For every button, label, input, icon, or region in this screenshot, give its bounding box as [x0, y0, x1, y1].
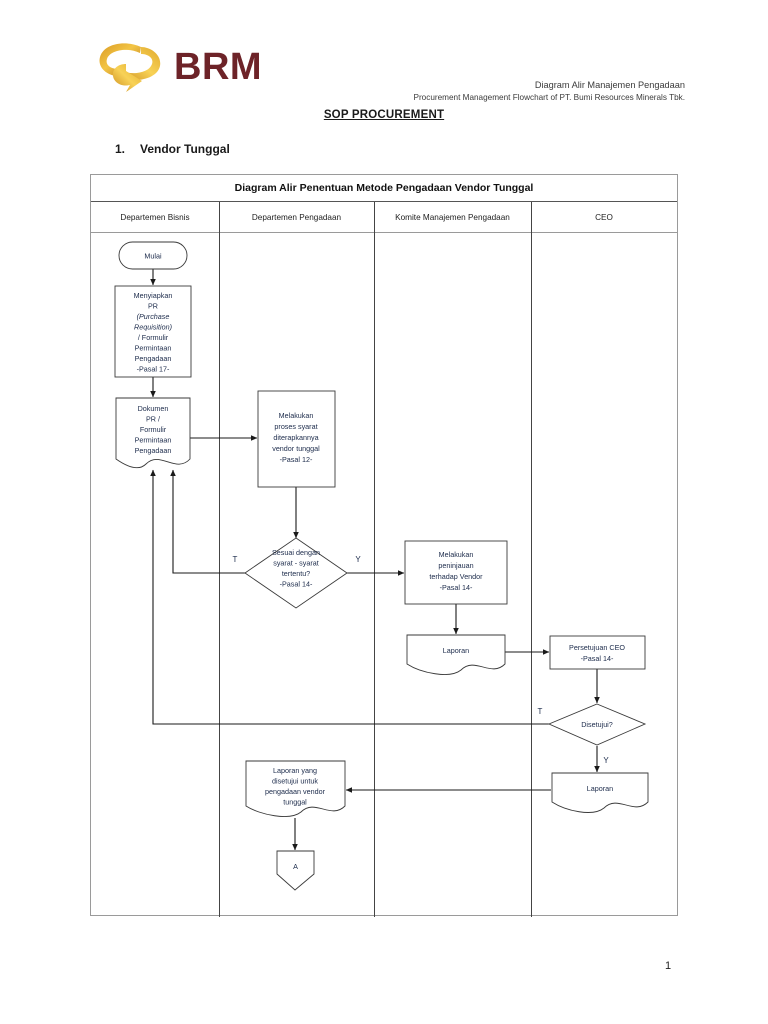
page-number: 1: [665, 960, 672, 972]
brm-swirl-icon: [99, 43, 161, 92]
column-header-departemen-pengadaan: Departemen Pengadaan: [251, 213, 342, 222]
header-title-line-2: Procurement Management Flowchart of PT. …: [413, 93, 685, 103]
column-header-ceo: CEO: [595, 213, 613, 222]
flowchart-column-headers: Departemen Bisnis Departemen Pengadaan K…: [91, 202, 677, 233]
flowchart-caption: Diagram Alir Penentuan Metode Pengadaan …: [91, 175, 677, 202]
column-separator-3: [531, 202, 532, 917]
column-header-departemen-bisnis: Departemen Bisnis: [120, 213, 190, 222]
sop-heading: SOP PROCUREMENT: [323, 109, 445, 121]
document-header-title: Diagram Alir Manajemen Pengadaan Procure…: [413, 79, 685, 104]
column-separator-1: [219, 202, 220, 917]
section-title: Vendor Tunggal: [140, 142, 230, 156]
header-title-line-1: Diagram Alir Manajemen Pengadaan: [534, 80, 685, 90]
section-number: 1.: [115, 142, 126, 156]
column-header-komite-manajemen-pengadaan: Komite Manajemen Pengadaan: [395, 213, 510, 222]
brm-logo: BRM: [96, 36, 281, 98]
column-separator-2: [374, 202, 375, 917]
logo-wordmark: BRM: [174, 46, 263, 88]
flowchart-frame: Diagram Alir Penentuan Metode Pengadaan …: [90, 174, 678, 917]
